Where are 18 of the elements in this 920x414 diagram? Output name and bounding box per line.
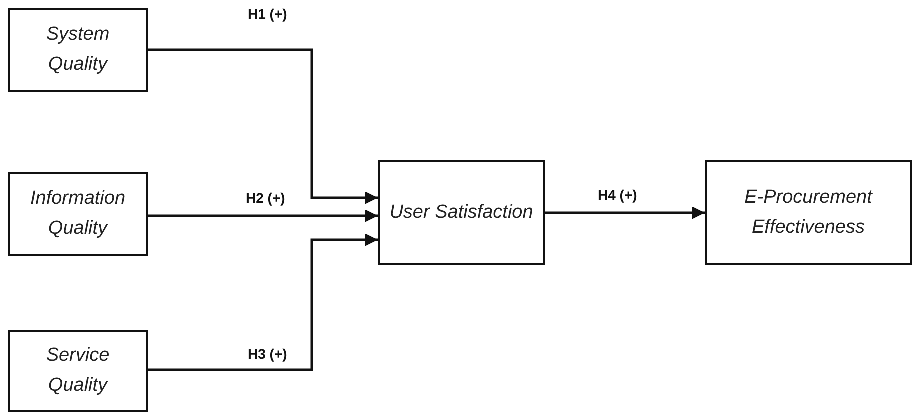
arrow bbox=[148, 210, 378, 222]
construct-name: E-Procurement Effectiveness bbox=[744, 186, 874, 240]
construct-box bbox=[8, 172, 148, 256]
construct-name: User Satisfaction bbox=[388, 200, 534, 224]
edge-label: H4 (+) bbox=[596, 187, 640, 203]
construct-name: Information Quality bbox=[29, 187, 127, 241]
construct-box bbox=[8, 8, 148, 92]
edge-label: H2 (+) bbox=[244, 190, 288, 206]
construct-box bbox=[8, 330, 148, 412]
construct-box bbox=[705, 160, 912, 265]
construct-name: Service Quality bbox=[45, 344, 111, 398]
construct-box bbox=[378, 160, 545, 265]
construct-name: System Quality bbox=[45, 23, 111, 77]
edge-label: H3 (+) bbox=[246, 346, 290, 362]
arrow bbox=[148, 48, 378, 204]
edge-label: H1 (+) bbox=[246, 6, 290, 22]
arrow bbox=[545, 206, 705, 220]
arrow bbox=[148, 234, 378, 372]
